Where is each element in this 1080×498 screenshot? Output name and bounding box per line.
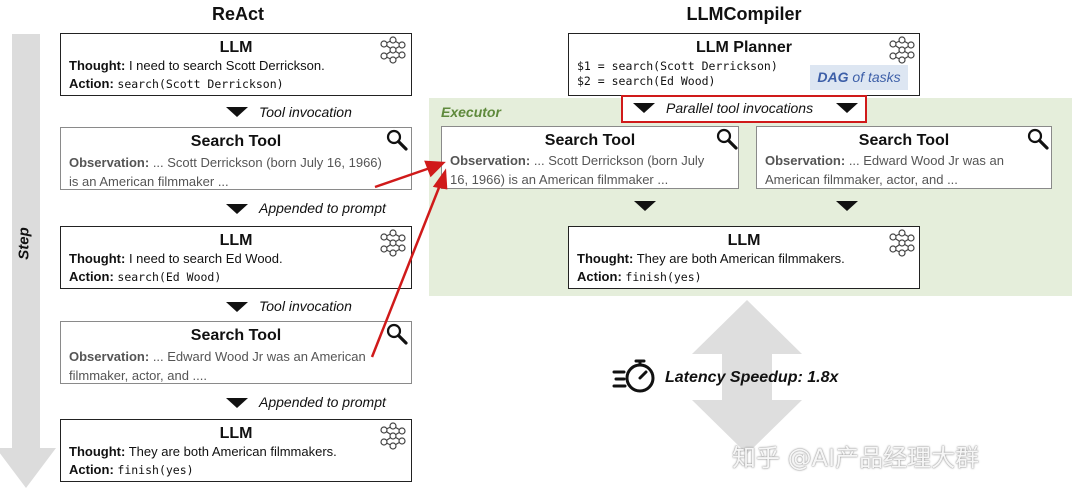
- observation-text: ... Scott Derrickson (born July 16, 1966…: [152, 155, 382, 170]
- down-triangle: [836, 103, 858, 113]
- react-llm-box-3: LLM Thought: They are both American film…: [60, 419, 412, 482]
- dag-rest: of tasks: [848, 69, 901, 85]
- down-triangle: [226, 204, 248, 214]
- action-text: finish(yes): [117, 463, 194, 477]
- react-search-tool-box-2: Search Tool Observation: ... Edward Wood…: [60, 321, 412, 384]
- observation-text: is an American filmmaker ...: [69, 174, 229, 189]
- thought-text: They are both American filmmakers.: [128, 444, 337, 459]
- magnifier-icon: [386, 323, 408, 345]
- neural-network-icon: [380, 36, 406, 64]
- watermark: 知乎 @AI产品经理大群: [732, 444, 980, 472]
- magnifier-icon: [386, 129, 408, 151]
- magnifier-icon: [1027, 128, 1049, 150]
- react-llm-box-2: LLM Thought: I need to search Ed Wood. A…: [60, 226, 412, 289]
- box-title: LLM Planner: [695, 39, 792, 56]
- caption-tool-invocation: Tool invocation: [259, 298, 352, 314]
- magnifier-icon: [716, 128, 738, 150]
- neural-network-icon: [889, 36, 915, 64]
- caption-tool-invocation: Tool invocation: [259, 104, 352, 120]
- down-triangle: [634, 201, 656, 211]
- thought-label: Thought:: [69, 251, 126, 266]
- latency-double-arrow: [692, 300, 802, 454]
- action-text: search(Ed Wood): [117, 270, 222, 284]
- down-triangle: [836, 201, 858, 211]
- dag-of-tasks-badge: DAG of tasks: [810, 65, 908, 90]
- box-title: LLM: [219, 425, 253, 442]
- observation-text: ... Edward Wood Jr was an American: [152, 349, 366, 364]
- neural-network-icon: [380, 422, 406, 450]
- observation-text: filmmaker, actor, and ....: [69, 368, 207, 383]
- action-label: Action:: [577, 269, 622, 284]
- thought-text: I need to search Ed Wood.: [128, 251, 283, 266]
- box-title: LLM: [727, 232, 761, 249]
- thought-label: Thought:: [69, 58, 126, 73]
- box-title: Search Tool: [858, 132, 950, 149]
- observation-label: Observation:: [450, 153, 531, 168]
- stopwatch-icon: [612, 359, 655, 393]
- action-label: Action:: [69, 76, 114, 91]
- action-label: Action:: [69, 462, 114, 477]
- latency-speedup-text: Latency Speedup: 1.8x: [665, 369, 839, 386]
- observation-text: 16, 1966) is an American filmmaker ...: [450, 172, 669, 187]
- down-triangle: [226, 107, 248, 117]
- action-text: finish(yes): [625, 270, 702, 284]
- caption-appended-to-prompt: Appended to prompt: [259, 200, 386, 216]
- parallel-invocations-highlight: [621, 95, 867, 123]
- observation-label: Observation:: [69, 155, 150, 170]
- react-search-tool-box-1: Search Tool Observation: ... Scott Derri…: [60, 127, 412, 190]
- llmcompiler-title: LLMCompiler: [686, 4, 802, 24]
- executor-label: Executor: [441, 104, 501, 120]
- observation-label: Observation:: [69, 349, 150, 364]
- caption-appended-to-prompt: Appended to prompt: [259, 394, 386, 410]
- caption-parallel-tool-invocations: Parallel tool invocations: [666, 100, 814, 116]
- compiler-search-tool-box-1: Search Tool Observation: ... Scott Derri…: [441, 126, 739, 189]
- action-label: Action:: [69, 269, 114, 284]
- observation-label: Observation:: [765, 153, 846, 168]
- observation-text: ... Scott Derrickson (born July: [533, 153, 705, 168]
- neural-network-icon: [889, 229, 915, 257]
- dag-word: DAG: [817, 69, 849, 85]
- down-triangle: [226, 398, 248, 408]
- box-title: Search Tool: [190, 133, 282, 150]
- neural-network-icon: [380, 229, 406, 257]
- down-triangle: [226, 302, 248, 312]
- plan-line-2: $2 = search(Ed Wood): [577, 74, 716, 88]
- thought-label: Thought:: [577, 251, 634, 266]
- action-text: search(Scott Derrickson): [117, 77, 284, 91]
- down-triangle: [633, 103, 655, 113]
- compiler-search-tool-box-2: Search Tool Observation: ... Edward Wood…: [756, 126, 1052, 189]
- box-title: LLM: [219, 39, 253, 56]
- react-title: ReAct: [211, 4, 264, 24]
- observation-text: ... Edward Wood Jr was an: [848, 153, 1004, 168]
- react-llm-box-1: LLM Thought: I need to search Scott Derr…: [60, 33, 412, 96]
- compiler-llm-box: LLM Thought: They are both American film…: [568, 226, 920, 289]
- box-title: Search Tool: [190, 327, 282, 344]
- plan-line-1: $1 = search(Scott Derrickson): [577, 59, 778, 73]
- step-arrow: [0, 34, 56, 488]
- observation-text: American filmmaker, actor, and ...: [765, 172, 958, 187]
- box-title: LLM: [219, 232, 253, 249]
- thought-label: Thought:: [69, 444, 126, 459]
- box-title: Search Tool: [544, 132, 636, 149]
- thought-text: They are both American filmmakers.: [636, 251, 845, 266]
- thought-text: I need to search Scott Derrickson.: [128, 58, 325, 73]
